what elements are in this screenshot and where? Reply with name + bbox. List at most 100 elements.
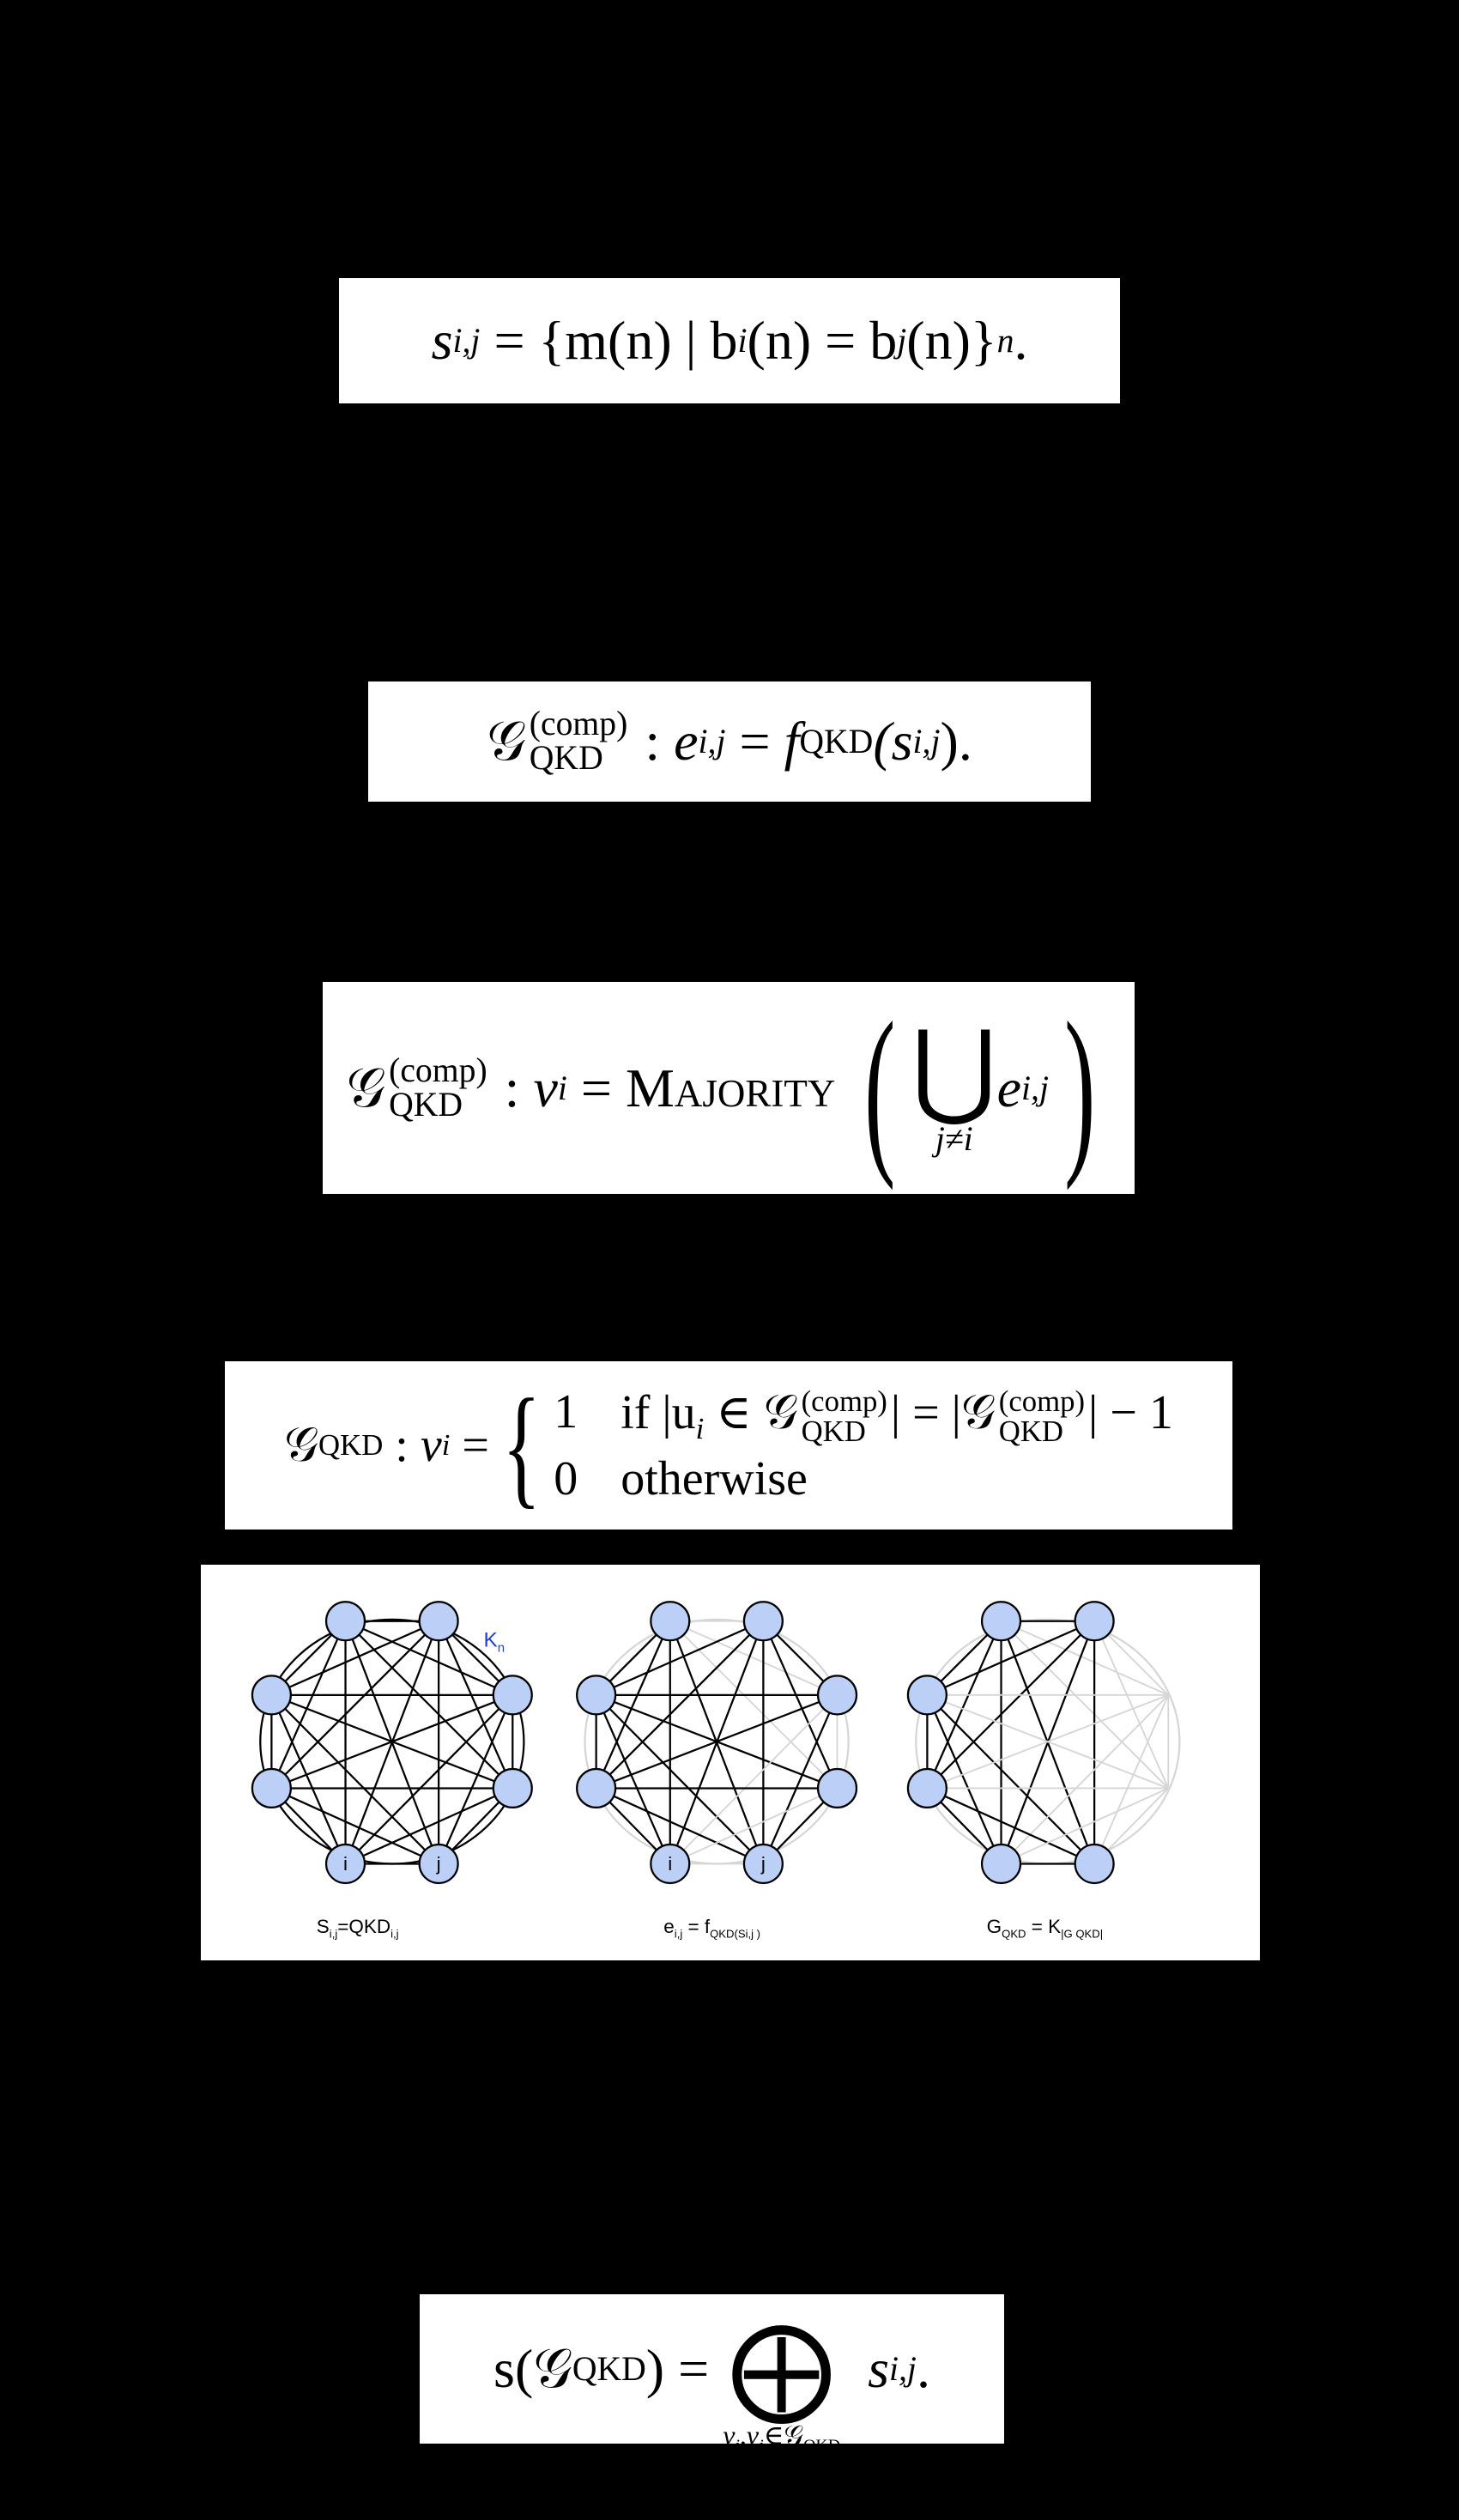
graph-edge <box>270 1694 347 1864</box>
eq-subscript: QKD <box>389 1085 463 1124</box>
graph-node <box>816 1675 858 1716</box>
eq-text: (n)} <box>906 310 997 371</box>
eq-text: : <box>504 1057 520 1118</box>
eq-union-operator: ⋃ <box>911 1012 997 1128</box>
eq-text: (s <box>873 711 913 772</box>
graph-edge-faded <box>927 1693 1169 1790</box>
eq-text: {m(n) | b <box>538 310 738 371</box>
eq-subscript: i <box>695 1411 705 1445</box>
case-condition: | = |𝒢 <box>890 1385 996 1439</box>
eq-brace: { <box>501 1370 542 1520</box>
graph-edge <box>596 1693 838 1790</box>
eq-paren: ( <box>864 984 896 1191</box>
graph-node <box>324 1843 366 1885</box>
eq-subscript: ∈𝒢 <box>763 2420 804 2451</box>
eq-subscript: j <box>897 322 907 360</box>
eq-superscript: (comp) <box>998 1384 1086 1418</box>
eq-symbol: e <box>674 711 699 772</box>
graph-edge <box>762 1694 838 1864</box>
eq-text: : <box>395 1419 409 1472</box>
eq-subscript: v <box>723 2420 736 2451</box>
eq-subscript: QKD <box>801 1414 866 1448</box>
eq-text: s(𝒢 <box>493 2338 572 2399</box>
eq-subscript: i,j <box>698 723 726 760</box>
graph-node <box>980 1601 1022 1642</box>
eq-subscript: i <box>735 2436 740 2456</box>
eq-operator: = <box>462 1419 489 1472</box>
graph-node <box>251 1767 292 1809</box>
graph-edge <box>438 1620 514 1789</box>
graph-edge-faded <box>1001 1787 1169 1865</box>
graph-node <box>576 1767 617 1809</box>
graph-edge <box>595 1694 671 1864</box>
graph-edge <box>926 1787 1095 1865</box>
eq-operator: = <box>580 1057 612 1118</box>
graph-edge <box>270 1620 439 1696</box>
graph-edge <box>270 1620 347 1789</box>
eq-subscript: i <box>441 1428 451 1462</box>
graph-node <box>324 1601 366 1642</box>
eq-symbol: s <box>431 310 453 371</box>
eq-subscript: i <box>737 322 748 360</box>
graph-node <box>251 1675 292 1716</box>
eq-text: . <box>1014 310 1028 371</box>
graph-edge <box>595 1694 765 1865</box>
graph-edge-faded <box>669 1620 838 1696</box>
graph-edge <box>596 1620 764 1696</box>
eq-superscript: (comp) <box>529 705 628 743</box>
eq-subscript: QKD <box>529 739 603 777</box>
kn-label: Kn <box>484 1629 506 1656</box>
graph-edge <box>438 1694 514 1864</box>
graph-edge <box>270 1693 513 1790</box>
graph-node <box>1074 1843 1115 1885</box>
eq-subscript: QKD <box>318 1428 384 1462</box>
case-condition: ∈ 𝒢 <box>716 1385 798 1439</box>
eq-subscript: n <box>996 322 1014 360</box>
graph-node <box>906 1767 947 1809</box>
case-condition: otherwise <box>621 1452 808 1506</box>
graph-edge <box>595 1620 671 1789</box>
eq-xor-operator: ⨁ <box>729 2311 834 2426</box>
eq-symbol: s <box>868 2338 889 2399</box>
graph-edge <box>344 1694 514 1865</box>
graph-edge <box>270 1694 439 1865</box>
eq-symbol: v <box>533 1057 558 1118</box>
eq-symbol: f <box>784 711 800 772</box>
graph-edge-faded <box>1000 1694 1169 1865</box>
case-value: 0 <box>554 1452 578 1506</box>
graph-edge <box>345 1787 513 1865</box>
eq-operator: = <box>678 2338 710 2399</box>
graph-edge <box>345 1620 513 1696</box>
graph-edge <box>762 1620 838 1789</box>
graph-edge <box>926 1694 1002 1864</box>
eq-paren: ) <box>1064 984 1096 1191</box>
graph-edge <box>926 1620 1095 1696</box>
caption-shared-key: Si,j=QKDi,j <box>317 1916 399 1941</box>
eq-superscript: (comp) <box>389 1051 487 1089</box>
eq-subscript: i,j <box>452 322 481 360</box>
eq-operator-name: Majority <box>625 1057 836 1118</box>
eq-subscript: QKD <box>799 723 874 760</box>
node-label: j <box>760 1853 766 1875</box>
eq-operator: = <box>493 310 525 371</box>
graph-edge <box>270 1787 439 1865</box>
eq-symbol: v <box>420 1419 442 1472</box>
graph-node <box>492 1675 533 1716</box>
graph-edge <box>926 1694 1095 1865</box>
graph-node <box>742 1843 784 1885</box>
graph-node <box>1074 1601 1115 1642</box>
case-condition: | − 1 <box>1088 1385 1173 1439</box>
graph-node <box>418 1601 459 1642</box>
case-condition: if |u <box>621 1385 696 1439</box>
graph-edge <box>926 1620 1002 1789</box>
eq-symbol: 𝒢 <box>284 1418 319 1472</box>
caption-edge-function: ei,j = fQKD(Si,j ) <box>663 1916 760 1941</box>
eq-text: ). <box>940 711 972 772</box>
graph-node <box>742 1601 784 1642</box>
